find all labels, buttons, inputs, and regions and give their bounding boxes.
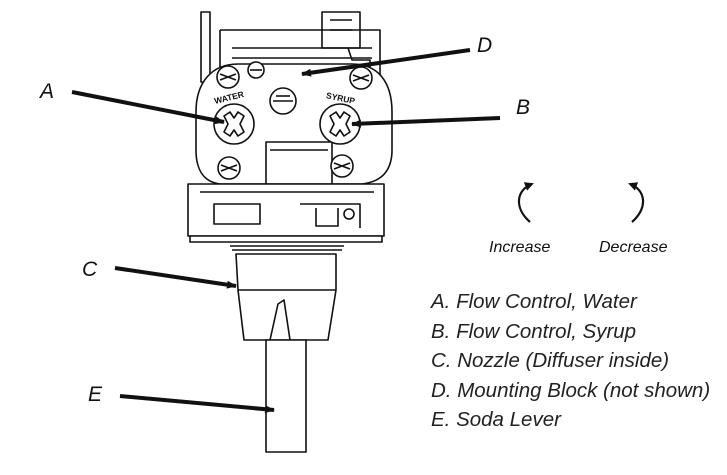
mounting-block <box>195 63 393 185</box>
leader-lines <box>71 48 501 414</box>
top-hardware <box>321 11 371 72</box>
legend-item-d: D. Mounting Block (not shown) <box>431 378 711 402</box>
leader-a <box>71 90 225 125</box>
left-bracket <box>200 11 211 83</box>
callout-a: A <box>38 80 54 103</box>
callout-b: B <box>516 96 530 119</box>
increase-label: Increase <box>489 239 550 256</box>
soda-lever <box>265 339 307 453</box>
legend-item-c: C. Nozzle (Diffuser inside) <box>431 349 670 372</box>
valve-body <box>187 183 385 237</box>
callout-d: D <box>477 34 492 57</box>
leader-d <box>301 48 471 77</box>
water-flow-control <box>213 103 255 145</box>
block-screws <box>216 61 373 180</box>
leader-c <box>114 266 237 289</box>
legend-item-a: A. Flow Control, Water <box>431 290 637 313</box>
callout-e: E <box>88 383 103 406</box>
decrease-arrow-icon <box>628 182 645 223</box>
increase-arrow-icon <box>517 182 534 223</box>
leader-e <box>119 394 275 414</box>
leader-b <box>351 116 501 128</box>
callout-c: C <box>82 258 98 281</box>
legend-list: A. Flow Control, Water B. Flow Control, … <box>431 287 725 435</box>
syrup-flow-control <box>319 103 361 145</box>
valve-assembly <box>187 11 393 453</box>
legend-item-b: B. Flow Control, Syrup <box>431 319 637 343</box>
nozzle <box>235 253 337 341</box>
decrease-label: Decrease <box>599 239 668 256</box>
legend-item-e: E. Soda Lever <box>431 408 561 431</box>
